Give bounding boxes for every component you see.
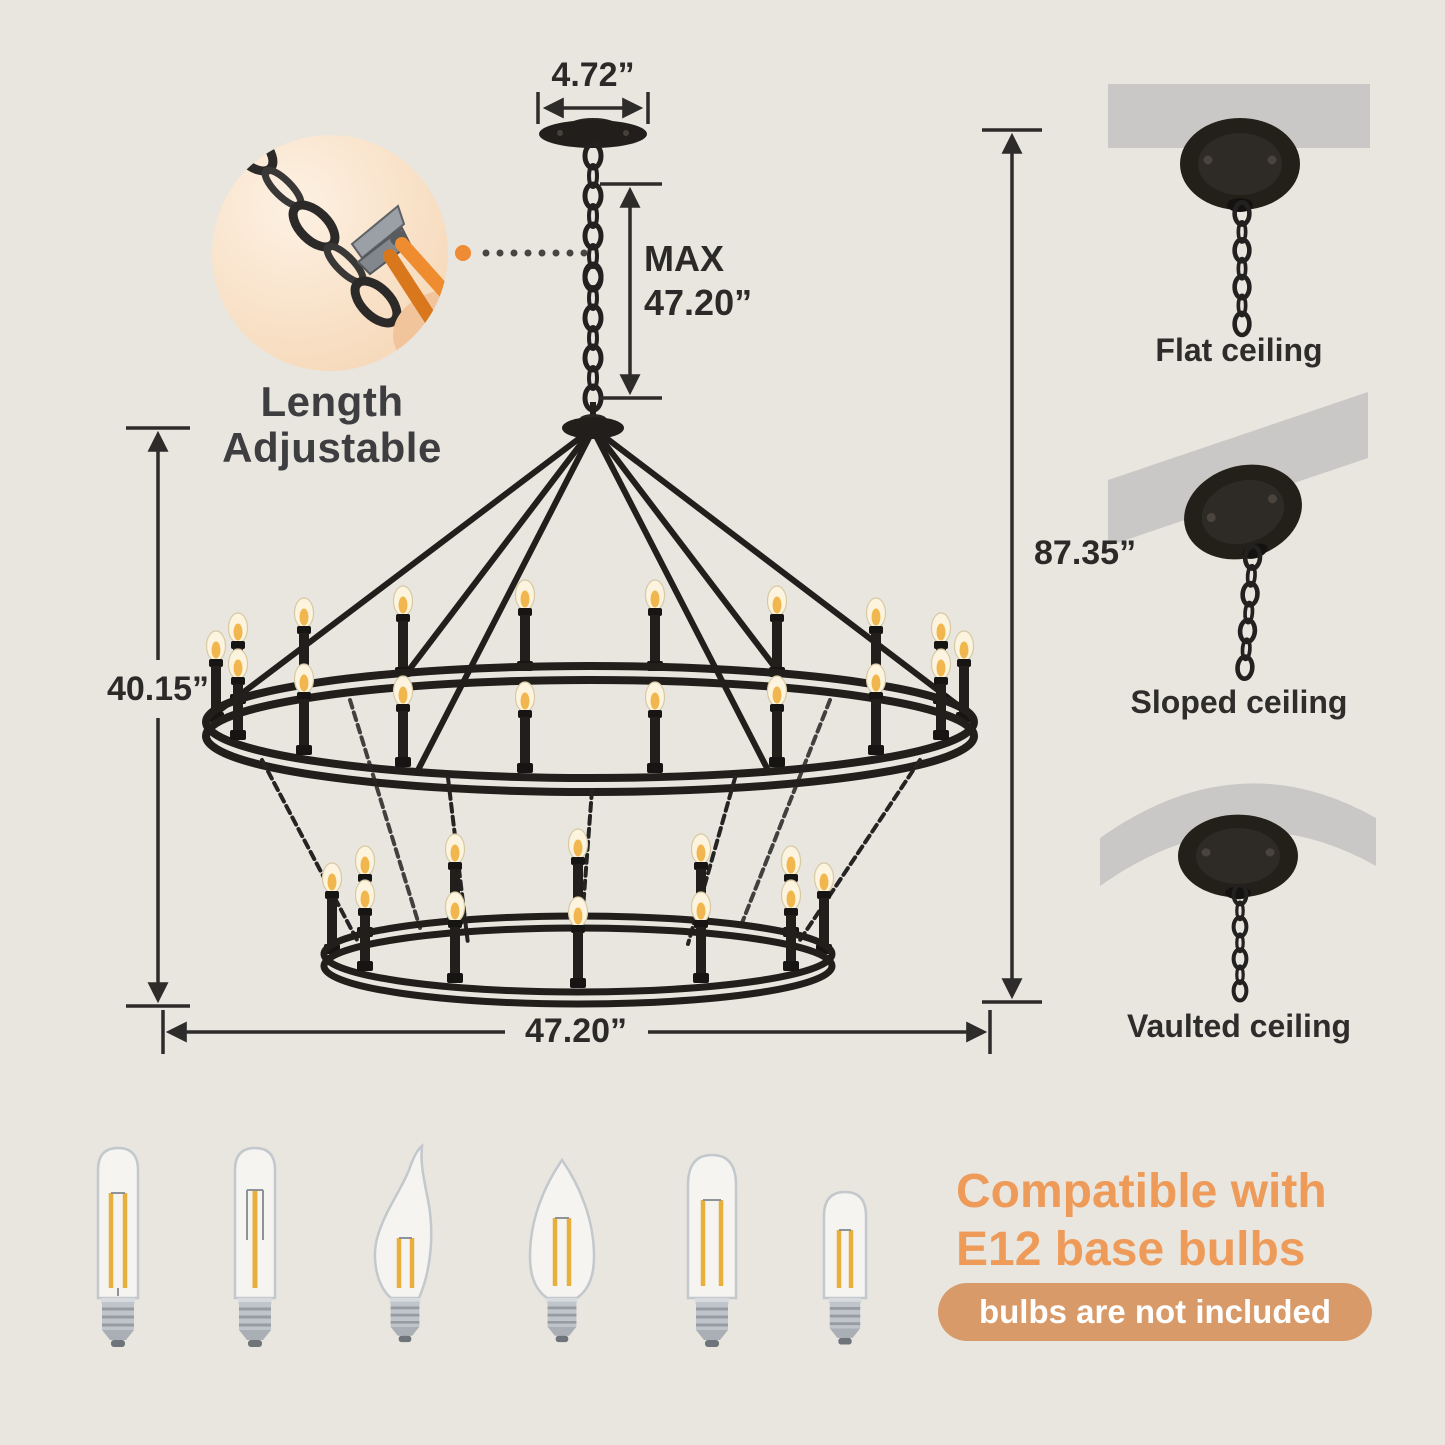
- dimension-lines: [126, 92, 1042, 1054]
- length-adjustable-line1: Length: [260, 378, 404, 425]
- bulbs-not-included-text: bulbs are not included: [978, 1293, 1332, 1330]
- support-rods: [210, 425, 974, 776]
- fixture-height-dimension: [126, 426, 190, 1008]
- chain-max-label: MAX: [644, 238, 724, 279]
- vaulted-ceiling-label: Vaulted ceiling: [1126, 1008, 1352, 1044]
- canopy-width-dimension: [536, 92, 650, 124]
- length-adjustable-line2: Adjustable: [222, 424, 442, 471]
- lower-tier: [320, 828, 836, 1008]
- vaulted-ceiling-illustration: [1100, 783, 1376, 1000]
- chandelier-canopy: [539, 118, 647, 148]
- e12-bulbs-row: [96, 1143, 868, 1349]
- flat-ceiling-illustration: [1108, 84, 1370, 335]
- dotted-pointer: [455, 245, 588, 261]
- fixture-width-label: 47.20”: [524, 1012, 628, 1050]
- flat-ceiling-label: Flat ceiling: [1155, 332, 1323, 368]
- total-height-label: 87.35”: [1034, 534, 1137, 572]
- chain-max-dimension: [600, 182, 662, 400]
- total-height-dimension: [982, 128, 1042, 1004]
- sloped-ceiling-label: Sloped ceiling: [1130, 684, 1348, 720]
- compatibility-line1: Compatible with: [956, 1165, 1327, 1218]
- canopy-width-label: 4.72”: [551, 56, 635, 94]
- bulbs-not-included-badge: bulbs are not included: [938, 1283, 1372, 1341]
- bulb-tubular-t6b-icon: [233, 1146, 277, 1349]
- fixture-width-dimension: [161, 1010, 992, 1054]
- bulb-tubular-t8-icon: [686, 1153, 738, 1349]
- bulb-small-t-icon: [822, 1190, 868, 1346]
- bulb-flame-tip-icon: [373, 1143, 433, 1344]
- chandelier-illustration: [202, 118, 978, 1008]
- chain-max-value: 47.20”: [644, 282, 753, 323]
- compatibility-line2: E12 base bulbs: [956, 1223, 1306, 1276]
- sloped-ceiling-illustration: [1108, 392, 1368, 679]
- bulb-tubular-t6-icon: [96, 1146, 140, 1349]
- chandelier-chain: [585, 144, 601, 410]
- bulb-torpedo-b11-icon: [528, 1157, 596, 1344]
- fixture-height-label: 40.15”: [106, 670, 210, 708]
- upper-tier: [202, 579, 978, 796]
- length-adjustable-inset: [212, 135, 588, 371]
